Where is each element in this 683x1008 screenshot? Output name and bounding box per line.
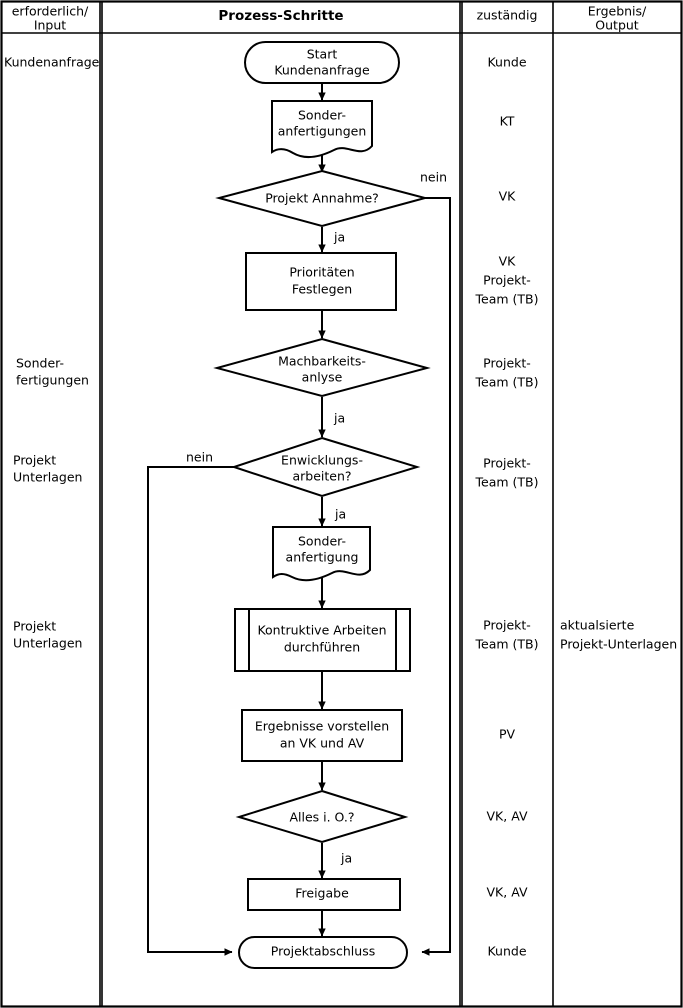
header-output-line2: Output	[595, 18, 639, 33]
node-prioritaeten[interactable]: Prioritäten Festlegen	[245, 252, 397, 311]
node-konstruktive-arbeiten[interactable]: Kontruktive Arbeiten durchführen	[234, 608, 411, 672]
header-output-line1: Ergebnis/	[588, 4, 647, 19]
edge-label-alles-io-ja: ja	[340, 851, 352, 866]
node-freigabe-line1: Freigabe	[295, 886, 349, 901]
responsible-item-0-line1: Kunde	[487, 55, 526, 70]
edge-labels: nein ja ja nein ja ja	[186, 170, 447, 866]
input-column: Kundenanfrage Sonder- fertigungen Projek…	[4, 55, 100, 651]
edge-label-machbarkeit-ja: ja	[333, 411, 345, 426]
node-start-line1: Start	[307, 47, 338, 62]
responsible-item-9-line1: VK, AV	[487, 885, 528, 900]
header-responsible: zuständig	[477, 8, 538, 23]
node-projekt-annahme-line1: Projekt Annahme?	[265, 191, 379, 206]
responsible-column: Kunde KT VK VK Projekt- Team (TB) Projek…	[475, 55, 539, 959]
header-input-line2: Input	[34, 18, 66, 33]
node-projektabschluss[interactable]: Projektabschluss	[238, 936, 408, 969]
edge-entwicklung-nein	[147, 466, 234, 956]
node-prioritaeten-line2: Festlegen	[292, 282, 352, 297]
input-item-1-line1: Sonder-	[16, 356, 64, 371]
node-sonderanfertigung-line1: Sonder-	[298, 534, 346, 549]
node-alles-io-line1: Alles i. O.?	[289, 810, 354, 825]
edge-annahme-nein	[421, 197, 451, 956]
node-sonderanfertigungen-line2: anfertigungen	[278, 124, 367, 139]
node-entwicklungsarbeiten[interactable]: Enwicklungs- arbeiten?	[230, 436, 421, 498]
node-freigabe[interactable]: Freigabe	[247, 878, 401, 911]
input-item-2-line1: Projekt	[13, 453, 56, 468]
node-sonderanfertigungen[interactable]: Sonder- anfertigungen	[271, 100, 373, 158]
node-projekt-annahme[interactable]: Projekt Annahme?	[215, 169, 429, 228]
responsible-item-2-line1: VK	[499, 189, 517, 204]
node-start-line2: Kundenanfrage	[274, 63, 370, 78]
responsible-item-1-line1: KT	[500, 114, 515, 129]
responsible-item-6-line1: Projekt-	[483, 618, 531, 633]
node-prioritaeten-line1: Prioritäten	[289, 265, 354, 280]
input-item-1-line2: fertigungen	[16, 373, 89, 388]
edge-label-annahme-nein: nein	[420, 170, 447, 185]
edge-label-entwicklung-nein: nein	[186, 450, 213, 465]
output-item-0-line1: aktualsierte	[560, 618, 635, 633]
responsible-item-4-line1: Projekt-	[483, 356, 531, 371]
edge-label-annahme-ja: ja	[333, 230, 345, 245]
node-machbarkeitsanalyse-line2: anlyse	[302, 370, 343, 385]
node-machbarkeitsanalyse-line1: Machbarkeits-	[278, 354, 366, 369]
node-konstruktive-arbeiten-line1: Kontruktive Arbeiten	[257, 623, 386, 638]
responsible-item-6-line2: Team (TB)	[475, 637, 539, 652]
node-projektabschluss-line1: Projektabschluss	[271, 944, 375, 959]
header-process-steps: Prozess-Schritte	[218, 8, 343, 24]
responsible-item-3-line2: Projekt-	[483, 273, 531, 288]
responsible-item-3-line1: VK	[499, 254, 517, 269]
node-ergebnisse-vorstellen[interactable]: Ergebnisse vorstellen an VK und AV	[241, 709, 403, 762]
output-column: aktualsierte Projekt-Unterlagen	[560, 618, 677, 652]
table-header-row: erforderlich/ Input Prozess-Schritte zus…	[12, 4, 647, 33]
node-ergebnisse-vorstellen-line1: Ergebnisse vorstellen	[255, 719, 389, 734]
responsible-item-4-line2: Team (TB)	[475, 375, 539, 390]
node-entwicklungsarbeiten-line1: Enwicklungs-	[281, 453, 363, 468]
header-input-line1: erforderlich/	[12, 4, 89, 19]
responsible-item-10-line1: Kunde	[487, 944, 526, 959]
input-item-3-line1: Projekt	[13, 619, 56, 634]
input-item-3-line2: Unterlagen	[13, 636, 82, 651]
node-machbarkeitsanalyse[interactable]: Machbarkeits- anlyse	[213, 337, 431, 398]
node-sonderanfertigung[interactable]: Sonder- anfertigung	[272, 526, 371, 582]
responsible-item-8-line1: VK, AV	[487, 809, 528, 824]
node-ergebnisse-vorstellen-line2: an VK und AV	[280, 736, 365, 751]
edge-label-entwicklung-ja: ja	[334, 507, 346, 522]
node-start[interactable]: Start Kundenanfrage	[244, 41, 400, 84]
node-konstruktive-arbeiten-line2: durchführen	[284, 640, 360, 655]
connectors	[147, 82, 451, 956]
input-item-2-line2: Unterlagen	[13, 470, 82, 485]
input-item-0-line1: Kundenanfrage	[4, 55, 100, 70]
output-item-0-line2: Projekt-Unterlagen	[560, 637, 677, 652]
node-sonderanfertigung-line2: anfertigung	[286, 550, 359, 565]
responsible-item-3-line3: Team (TB)	[475, 292, 539, 307]
node-sonderanfertigungen-line1: Sonder-	[298, 108, 346, 123]
node-alles-io[interactable]: Alles i. O.?	[235, 789, 409, 844]
responsible-item-5-line2: Team (TB)	[475, 475, 539, 490]
responsible-item-7-line1: PV	[499, 727, 516, 742]
node-entwicklungsarbeiten-line2: arbeiten?	[292, 469, 351, 484]
responsible-item-5-line1: Projekt-	[483, 456, 531, 471]
